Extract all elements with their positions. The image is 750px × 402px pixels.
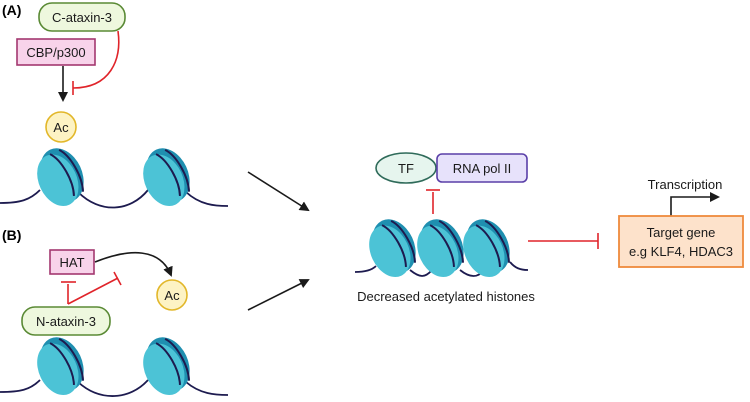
ac-label-a: Ac bbox=[53, 120, 69, 135]
target-gene-examples: e.g KLF4, HDAC3 bbox=[629, 244, 733, 259]
dna-strand-b bbox=[0, 379, 229, 397]
c-ataxin-3-node bbox=[38, 2, 126, 32]
n-ataxin-3-node bbox=[21, 306, 111, 336]
ac-label-b: Ac bbox=[164, 288, 180, 303]
nucleosome-b-2 bbox=[134, 329, 199, 402]
n-ataxin-to-arrow-inhibition-bar bbox=[113, 271, 122, 286]
ac-node-b bbox=[156, 279, 188, 311]
nucleosome-a-1 bbox=[28, 140, 93, 214]
hat-node bbox=[49, 249, 95, 275]
nucleosome-b-1 bbox=[28, 329, 93, 402]
transcription-arrow bbox=[670, 192, 720, 216]
dna-strand-center bbox=[354, 261, 529, 277]
cbp-p300-node bbox=[16, 38, 96, 66]
target-gene-node bbox=[618, 215, 744, 268]
n-ataxin-3-label: N-ataxin-3 bbox=[36, 314, 96, 329]
c-ataxin-3-label: C-ataxin-3 bbox=[52, 10, 112, 25]
panel-label-b: (B) bbox=[2, 227, 21, 243]
hat-label: HAT bbox=[59, 255, 84, 270]
arrow-b-to-center bbox=[247, 279, 310, 311]
tf-label: TF bbox=[398, 161, 414, 176]
c-ataxin-inhibition bbox=[72, 30, 120, 89]
tf-node bbox=[375, 152, 437, 184]
dna-strand-a bbox=[0, 189, 229, 209]
nucleosome-a-2 bbox=[134, 140, 199, 214]
cbp-p300-label: CBP/p300 bbox=[26, 45, 85, 60]
rna-pol-ii-label: RNA pol II bbox=[453, 161, 512, 176]
nucleosome-center-2 bbox=[408, 211, 473, 285]
n-ataxin-to-arrow-inhibition bbox=[67, 277, 119, 305]
center-caption: Decreased acetylated histones bbox=[357, 289, 535, 304]
hat-to-ac-arrow bbox=[94, 251, 173, 277]
panel-label-a: (A) bbox=[2, 2, 21, 18]
rna-pol-ii-node bbox=[436, 153, 528, 183]
target-gene-label: Target gene bbox=[647, 225, 716, 240]
ac-node-a bbox=[45, 111, 77, 143]
arrow-a-to-center bbox=[247, 171, 310, 212]
transcription-label: Transcription bbox=[648, 177, 723, 192]
